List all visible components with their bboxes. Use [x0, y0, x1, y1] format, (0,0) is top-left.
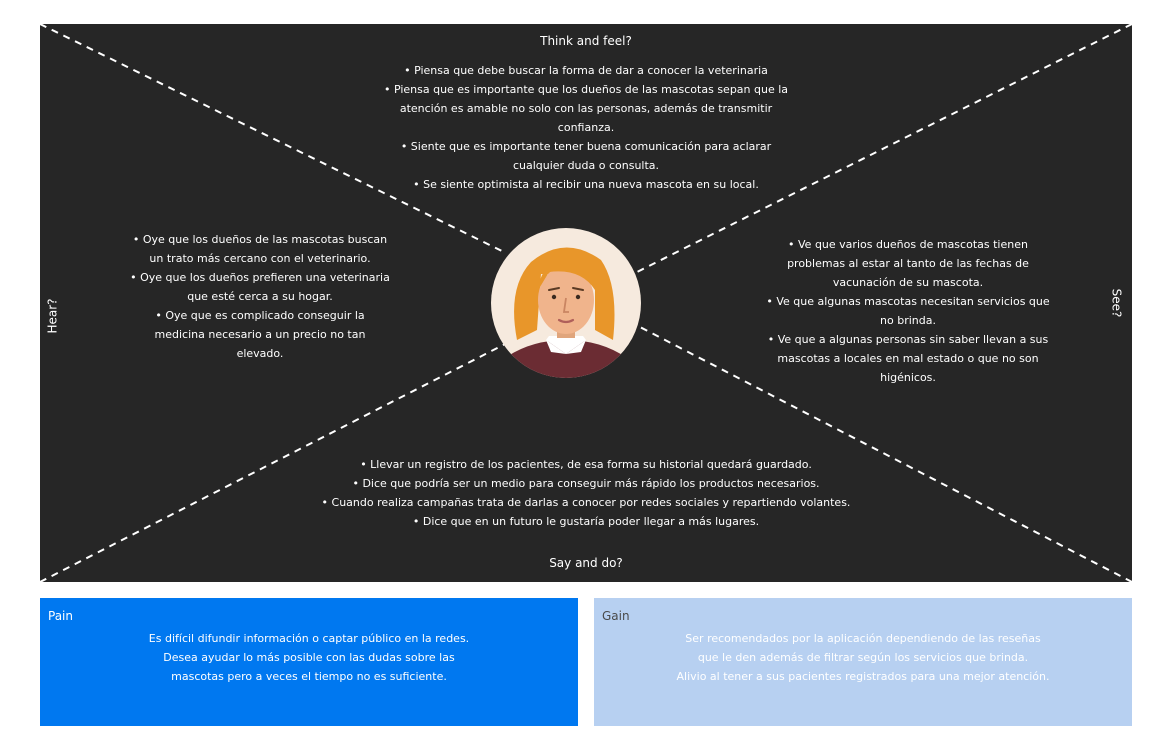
- gain-line: que le den además de filtrar según los s…: [697, 651, 1029, 664]
- say-do-item: • Llevar un registro de los pacientes, d…: [360, 458, 812, 471]
- pain-line: Desea ayudar lo más posible con las duda…: [163, 651, 455, 664]
- see-block: • Ve que varios dueños de mascotas tiene…: [758, 235, 1058, 387]
- say-do-item: • Dice que podría ser un medio para cons…: [352, 477, 820, 490]
- see-title: See?: [1109, 288, 1124, 318]
- think-feel-item: • Siente que es importante tener buena c…: [400, 140, 772, 172]
- think-feel-title: Think and feel?: [540, 34, 632, 48]
- gain-line: Alivio al tener a sus pacientes registra…: [676, 670, 1050, 683]
- gain-text: Ser recomendados por la aplicación depen…: [594, 629, 1132, 686]
- gain-panel: Gain Ser recomendados por la aplicación …: [594, 598, 1132, 726]
- see-item: • Ve que varios dueños de mascotas tiene…: [787, 238, 1029, 289]
- hear-item: • Oye que es complicado conseguir la med…: [154, 309, 366, 360]
- pain-line: mascotas pero a veces el tiempo no es su…: [171, 670, 447, 683]
- pain-label: Pain: [48, 609, 73, 623]
- say-do-item: • Dice que en un futuro le gustaría pode…: [412, 515, 760, 528]
- think-feel-item: • Piensa que es importante que los dueño…: [383, 83, 789, 134]
- pain-text: Es difícil difundir información o captar…: [40, 629, 578, 686]
- diagonal-dashed-lines: [40, 24, 1132, 582]
- think-feel-block: • Piensa que debe buscar la forma de dar…: [376, 61, 796, 194]
- see-item: • Ve que a algunas personas sin saber ll…: [767, 333, 1049, 384]
- hear-block: • Oye que los dueños de las mascotas bus…: [130, 230, 390, 363]
- gain-label: Gain: [602, 609, 630, 623]
- empathy-map: Think and feel? • Piensa que debe buscar…: [40, 24, 1132, 582]
- hear-item: • Oye que los dueños de las mascotas bus…: [132, 233, 388, 265]
- think-feel-item: • Se siente optimista al recibir una nue…: [413, 178, 759, 191]
- say-do-item: • Cuando realiza campañas trata de darla…: [321, 496, 851, 509]
- hear-item: • Oye que los dueños prefieren una veter…: [130, 271, 390, 303]
- pain-line: Es difícil difundir información o captar…: [148, 632, 470, 645]
- think-feel-item: • Piensa que debe buscar la forma de dar…: [404, 64, 768, 77]
- pain-panel: Pain Es difícil difundir información o c…: [40, 598, 578, 726]
- say-do-title: Say and do?: [549, 556, 623, 570]
- see-item: • Ve que algunas mascotas necesitan serv…: [766, 295, 1050, 327]
- hear-title: Hear?: [45, 298, 60, 334]
- gain-line: Ser recomendados por la aplicación depen…: [685, 632, 1041, 645]
- person-avatar-icon: [491, 228, 641, 378]
- say-do-block: • Llevar un registro de los pacientes, d…: [316, 455, 856, 531]
